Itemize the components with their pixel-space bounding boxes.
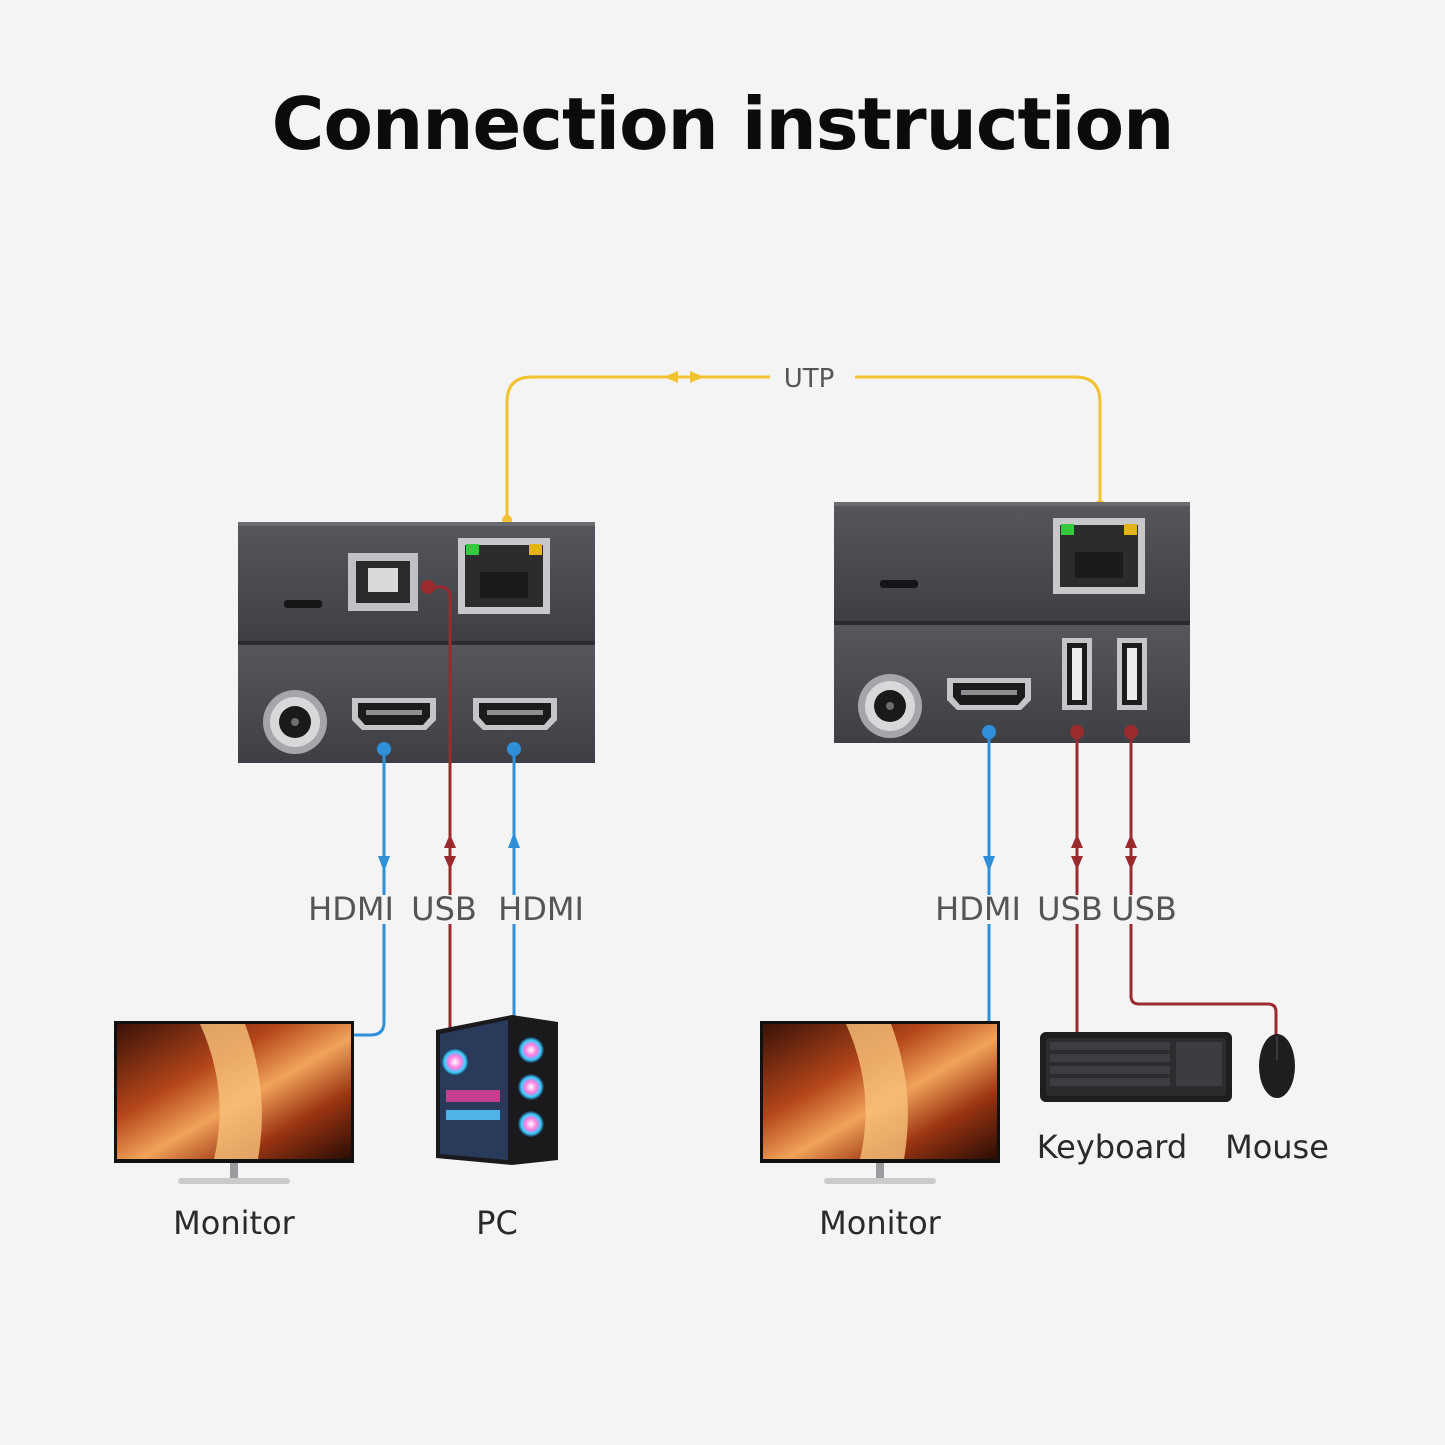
tx-rj45-port-icon <box>458 538 550 614</box>
tx-usb-b-port-icon <box>348 553 418 611</box>
tx-hdmi-out-cable <box>354 742 391 1037</box>
rx-dc-power-jack-icon <box>858 674 922 738</box>
rx-usb-a-port-1-icon <box>1062 638 1092 710</box>
down-arrow-icon <box>983 856 995 872</box>
tx-hdmi-in-label: HDMI <box>498 890 584 928</box>
rx-hdmi-cable <box>982 725 996 1022</box>
tx-micro-usb-port-icon <box>284 600 322 608</box>
tx-hdmi-in-cable <box>507 742 521 1018</box>
rx-usb-cable-mouse <box>1124 725 1278 1035</box>
tx-hdmi-out-port-icon <box>352 698 436 730</box>
pc-tower-icon <box>436 1015 558 1165</box>
keyboard-caption: Keyboard <box>1037 1128 1187 1166</box>
up-arrow-icon <box>508 832 520 848</box>
rx-micro-usb-port-icon <box>880 580 918 588</box>
rx-hdmi-label: HDMI <box>935 890 1021 928</box>
page-title: Connection instruction <box>271 82 1175 166</box>
utp-label: UTP <box>784 364 835 394</box>
rx-usb-a-port-2-icon <box>1117 638 1147 710</box>
bidirectional-arrow-icon <box>444 834 456 870</box>
utp-cable <box>505 375 1102 520</box>
tx-hdmi-out-label: HDMI <box>308 890 394 928</box>
receiver-unit <box>834 502 1190 743</box>
pc-caption: PC <box>476 1204 518 1242</box>
rx-monitor-caption: Monitor <box>819 1204 941 1242</box>
rx-rj45-port-icon <box>1053 518 1145 594</box>
transmitter-unit <box>238 522 595 763</box>
mouse-caption: Mouse <box>1225 1128 1329 1166</box>
utp-bidirectional-arrow-icon <box>664 371 704 383</box>
down-arrow-icon <box>378 856 390 872</box>
keyboard-icon <box>1040 1032 1232 1102</box>
rx-usb-1-label: USB <box>1037 890 1103 928</box>
tx-dc-power-jack-icon <box>263 690 327 754</box>
tx-monitor-icon <box>114 1021 354 1184</box>
rx-hdmi-port-icon <box>947 678 1031 710</box>
rx-monitor-icon <box>760 1021 1000 1184</box>
rx-usb-cable-keyboard <box>1070 725 1084 1032</box>
tx-usb-cable <box>421 580 456 1030</box>
bidirectional-arrow-icon <box>1071 834 1083 870</box>
tx-monitor-caption: Monitor <box>173 1204 295 1242</box>
rx-usb-2-label: USB <box>1111 890 1177 928</box>
mouse-icon <box>1259 1034 1295 1098</box>
tx-usb-label: USB <box>411 890 477 928</box>
tx-hdmi-in-port-icon <box>473 698 557 730</box>
bidirectional-arrow-icon <box>1125 834 1137 870</box>
